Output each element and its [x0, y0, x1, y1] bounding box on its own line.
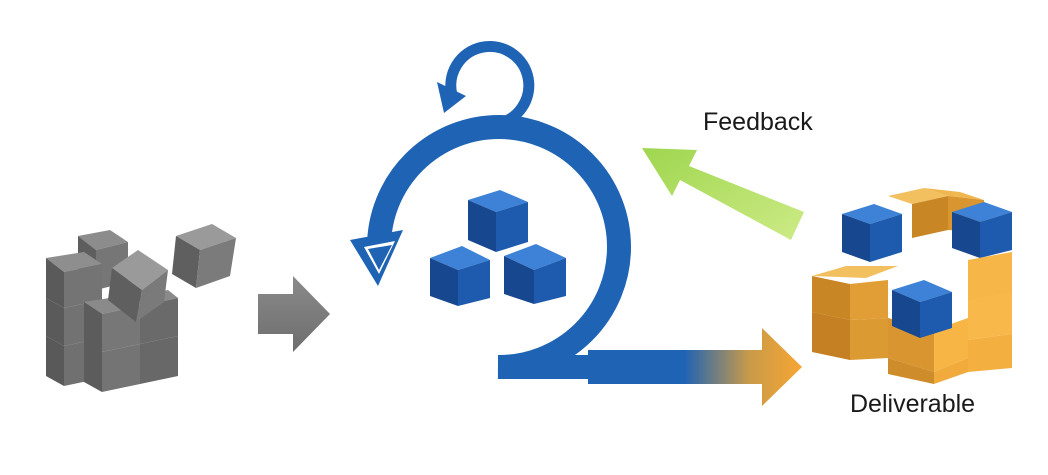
gray-cube-pile-icon: [46, 224, 236, 392]
orange-blue-cube-stack-icon: [812, 188, 1012, 384]
output-arrow-icon: [588, 328, 802, 406]
small-loop-arrow-icon: [437, 41, 535, 130]
feedback-label: Feedback: [703, 108, 813, 136]
feedback-arrow-icon: [642, 148, 804, 240]
input-arrow-icon: [258, 276, 330, 352]
iteration-cycle-icon: [350, 115, 631, 380]
deliverable-label: Deliverable: [850, 390, 976, 418]
blue-cubes-icon: [430, 190, 566, 306]
